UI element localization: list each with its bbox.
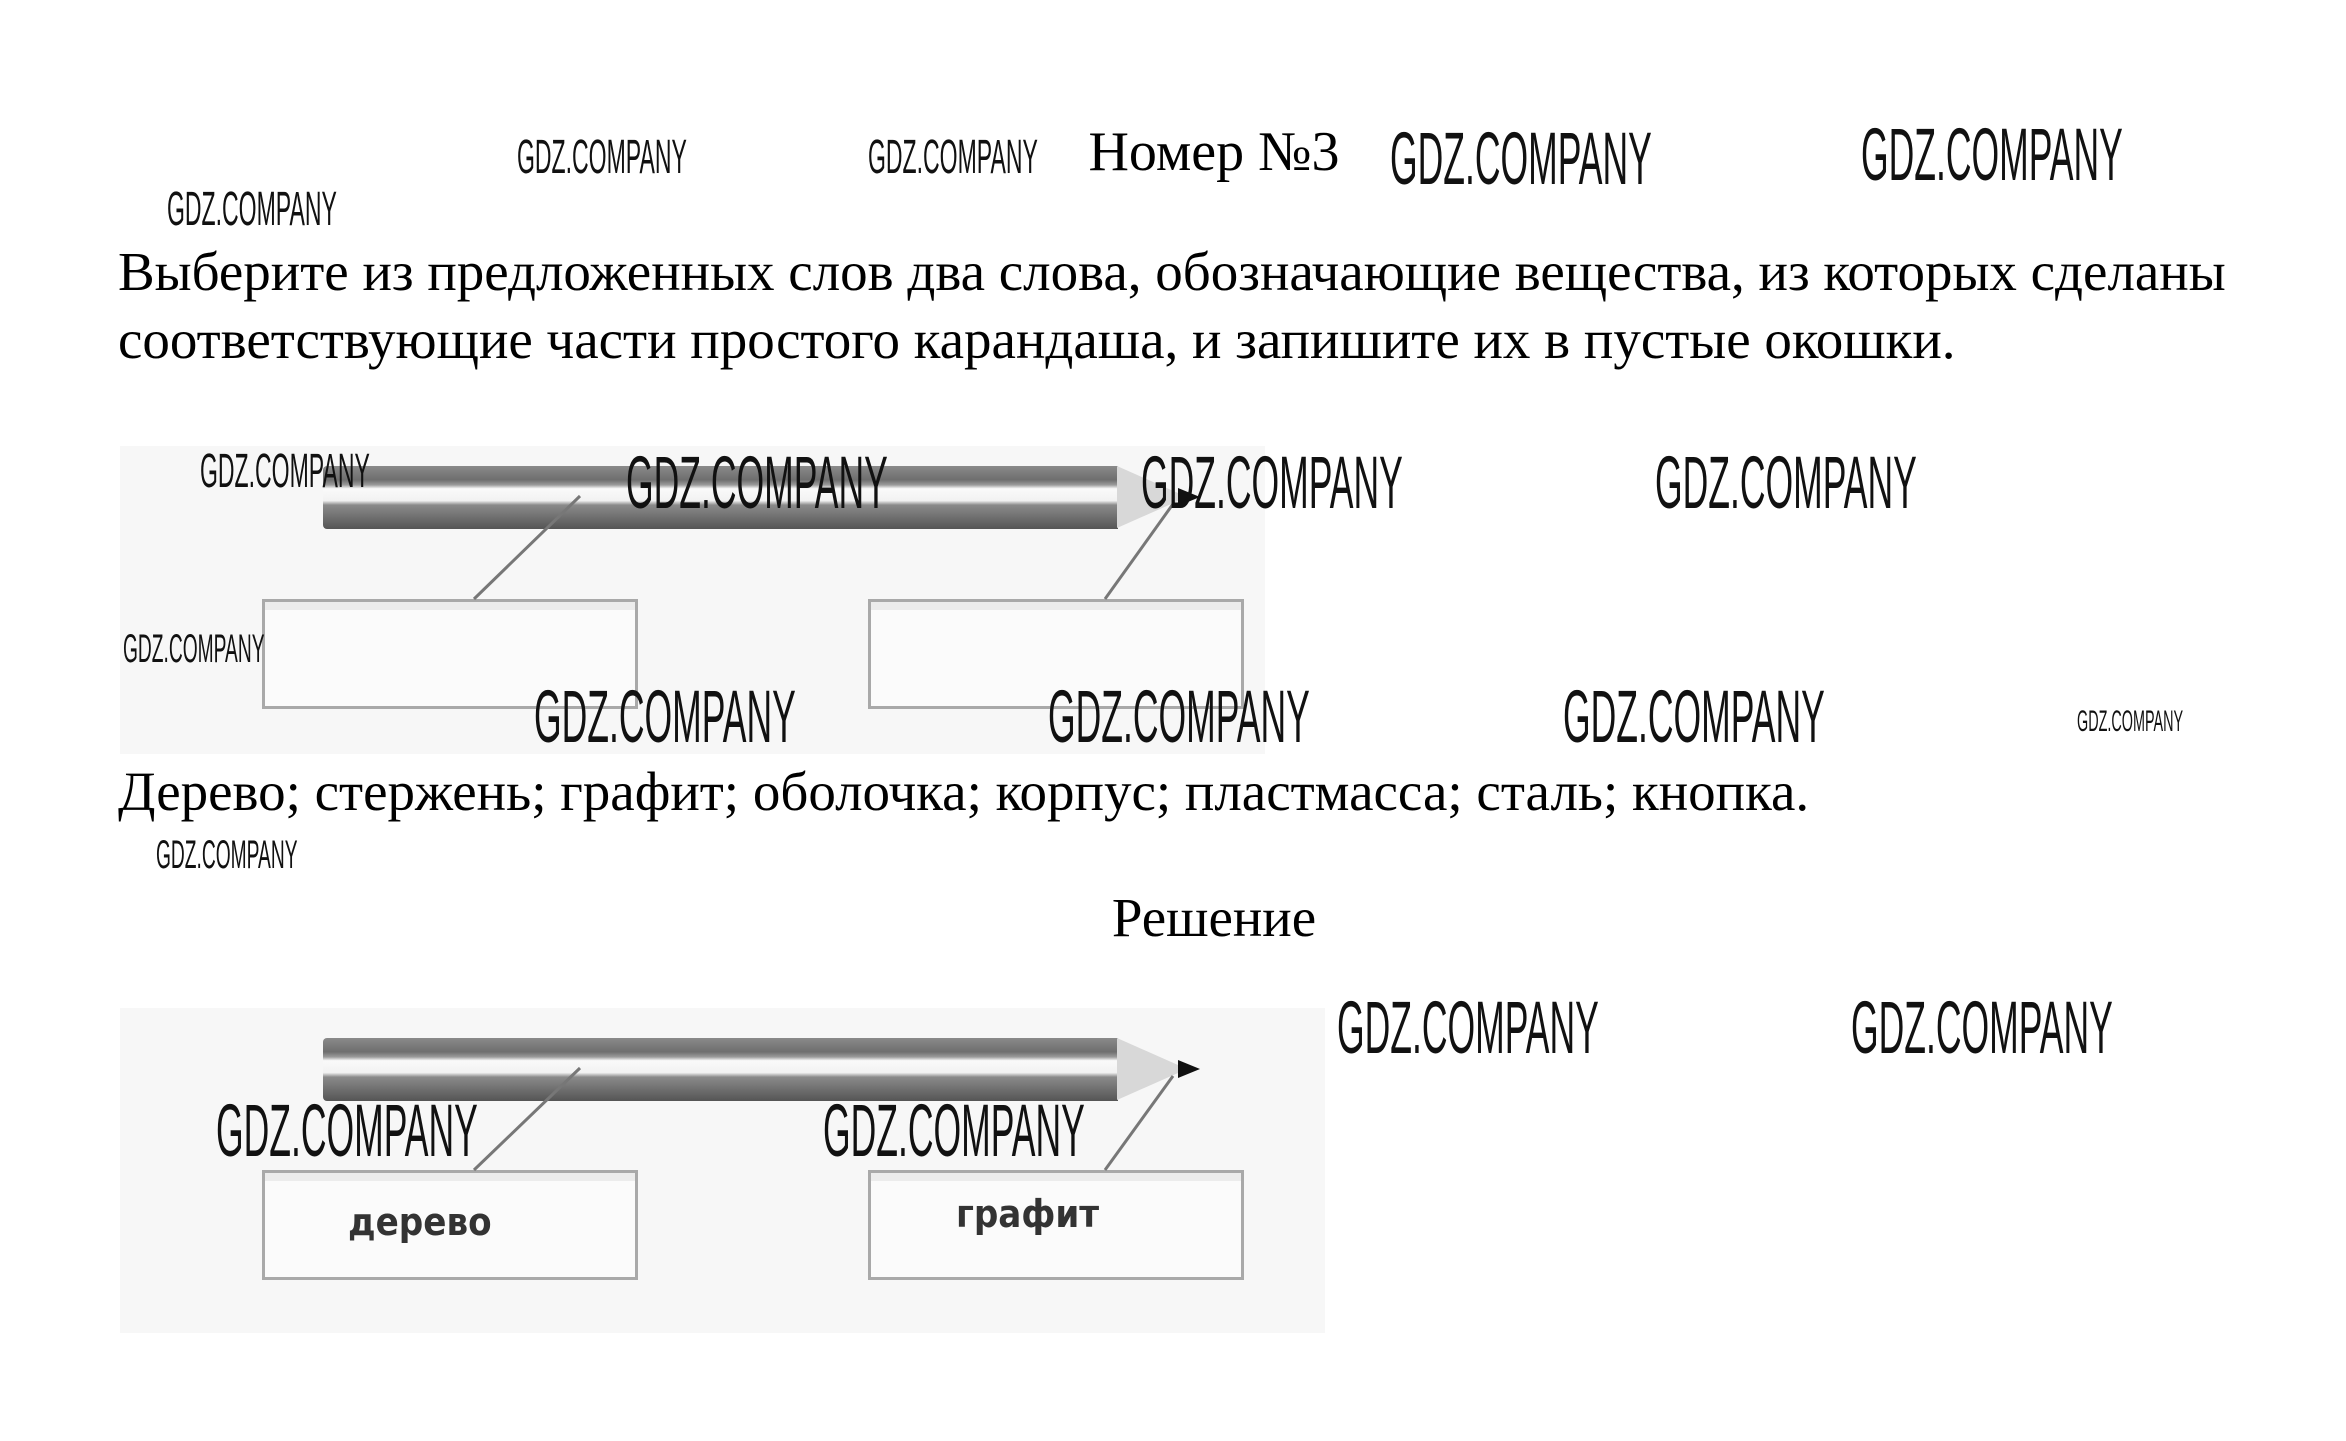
pencil-body — [323, 1038, 1118, 1101]
answer-box-lead[interactable] — [868, 599, 1244, 709]
watermark: GDZ.COMPANY — [1337, 986, 1599, 1069]
pencil-tip — [1117, 466, 1187, 528]
watermark: GDZ.COMPANY — [200, 445, 370, 498]
word-options: Дерево; стержень; графит; оболочка; корп… — [118, 761, 1810, 822]
watermark: GDZ.COMPANY — [1655, 441, 1917, 524]
watermark: GDZ.COMPANY — [123, 627, 265, 671]
watermark: GDZ.COMPANY — [626, 441, 888, 524]
watermark: GDZ.COMPANY — [156, 833, 298, 877]
watermark: GDZ.COMPANY — [823, 1089, 1085, 1172]
leader-line-wood — [472, 1066, 582, 1172]
pencil-lead — [1178, 488, 1200, 506]
task-title: Номер №3 — [1088, 121, 1340, 183]
answer-box-lead — [868, 1170, 1244, 1280]
watermark: GDZ.COMPANY — [216, 1089, 478, 1172]
leader-line-lead — [1103, 503, 1175, 600]
watermark: GDZ.COMPANY — [1048, 675, 1310, 758]
watermark: GDZ.COMPANY — [167, 183, 337, 236]
leader-line-wood — [472, 494, 582, 601]
watermark: GDZ.COMPANY — [517, 131, 687, 184]
watermark: GDZ.COMPANY — [868, 131, 1038, 184]
watermark: GDZ.COMPANY — [2077, 705, 2184, 738]
pencil-body — [323, 466, 1118, 529]
watermark: GDZ.COMPANY — [1563, 675, 1825, 758]
solution-heading: Решение — [1111, 887, 1317, 948]
task-prompt: Выберите из предложенных слов два слова,… — [118, 241, 2226, 370]
answer-graphite: графит — [955, 1192, 1100, 1236]
pencil-tip — [1117, 1038, 1187, 1100]
answer-box-wood — [262, 1170, 638, 1280]
leader-line-lead — [1103, 1075, 1175, 1171]
watermark: GDZ.COMPANY — [1390, 117, 1652, 200]
answer-wood: дерево — [347, 1200, 492, 1244]
watermark: GDZ.COMPANY — [1861, 113, 2123, 196]
watermark: GDZ.COMPANY — [1851, 986, 2113, 1069]
answer-box-wood[interactable] — [262, 599, 638, 709]
pencil-lead — [1178, 1060, 1200, 1078]
watermark: GDZ.COMPANY — [1141, 441, 1403, 524]
watermark: GDZ.COMPANY — [534, 675, 796, 758]
